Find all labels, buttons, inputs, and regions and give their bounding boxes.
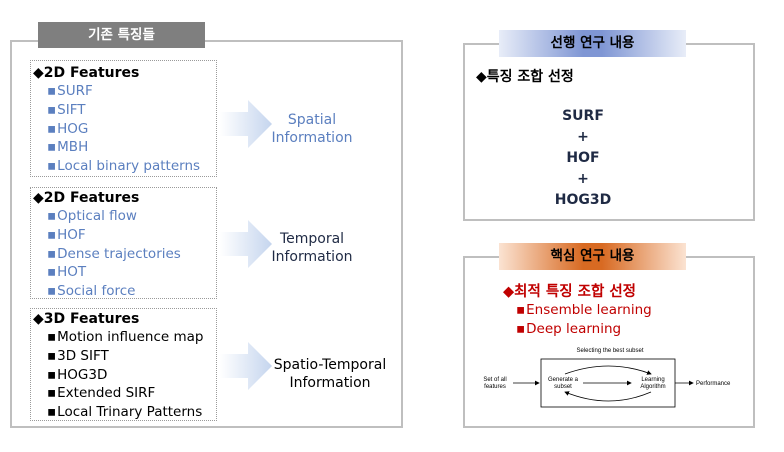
diagram-learning-line2: Algorithm	[640, 384, 665, 390]
feature-group-spatiotemporal-content: ◆3D Features Motion influence map 3D SIF…	[33, 310, 203, 422]
info-line: Information	[271, 130, 353, 146]
feature-group-spatial-content: ◆2D Features SURF SIFT HOG MBH Local bin…	[33, 64, 200, 176]
list-item: 3D SIFT	[47, 347, 203, 366]
list-item: Social force	[47, 282, 181, 301]
core-research-panel	[463, 256, 755, 428]
core-research-title: 핵심 연구 내용	[550, 248, 635, 264]
list-item: Deep learning	[516, 320, 652, 339]
feature-combination: SURF + HOF + HOG3D	[533, 106, 633, 211]
list-item: Motion influence map	[47, 328, 203, 347]
info-line: Spatial	[287, 112, 337, 128]
diagram-top-label: Selecting the best subset	[576, 348, 643, 354]
spatial-information-label: Spatial Information	[262, 111, 362, 147]
combo-plus: +	[577, 171, 589, 187]
list-item: Extended SIRF	[47, 384, 203, 403]
list-item: SIFT	[47, 101, 200, 120]
existing-features-title: 기존 특징들	[88, 27, 155, 43]
list-item: Local Trinary Patterns	[47, 403, 203, 422]
feature-group-spatial	[30, 60, 217, 177]
combo-item: HOG3D	[554, 192, 612, 208]
list-item: HOF	[47, 226, 181, 245]
diagram-learning-line1: Learning	[641, 377, 664, 383]
spatio-temporal-information-label: Spatio-Temporal Information	[262, 356, 398, 392]
feature-selection-diagram: Selecting the best subset Set of all fea…	[483, 348, 731, 408]
right-arrow-icon	[220, 100, 272, 148]
list-item: HOG	[47, 120, 200, 139]
prior-research-tab: 선행 연구 내용	[499, 30, 686, 57]
diagram-input-line2: features	[484, 384, 506, 390]
core-research-subtitle: ◆최적 특징 조합 선정	[503, 284, 637, 300]
combo-item: SURF	[562, 108, 604, 124]
list-item: SURF	[47, 82, 200, 101]
list-item: Dense trajectories	[47, 245, 181, 264]
list-item: Local binary patterns	[47, 157, 200, 176]
right-arrow-icon	[220, 220, 272, 268]
feature-list: SURF SIFT HOG MBH Local binary patterns	[33, 82, 200, 176]
diagram-output-label: Performance	[696, 381, 731, 387]
feature-group-header: ◆2D Features	[33, 65, 140, 81]
diagram-input-line1: Set of all	[483, 377, 506, 383]
core-method-list: Ensemble learning Deep learning	[516, 301, 652, 339]
feature-group-temporal-content: ◆2D Features Optical flow HOF Dense traj…	[33, 189, 181, 301]
info-line: Information	[271, 249, 353, 265]
list-item: MBH	[47, 138, 200, 157]
combo-item: HOF	[566, 150, 600, 166]
right-arrow-icon	[220, 342, 272, 390]
info-line: Information	[289, 375, 371, 391]
list-item: HOT	[47, 263, 181, 282]
prior-research-title: 선행 연구 내용	[550, 35, 635, 51]
feature-list: Optical flow HOF Dense trajectories HOT …	[33, 207, 181, 301]
diagram-generate-line1: Generate a	[548, 377, 579, 383]
list-item: Ensemble learning	[516, 301, 652, 320]
feature-group-header: ◆3D Features	[33, 311, 140, 327]
diagram-generate-line2: subset	[554, 384, 572, 390]
info-line: Spatio-Temporal	[273, 357, 387, 373]
combo-plus: +	[577, 129, 589, 145]
temporal-information-label: Temporal Information	[262, 230, 362, 266]
list-item: HOG3D	[47, 366, 203, 385]
list-item: Optical flow	[47, 207, 181, 226]
info-line: Temporal	[279, 231, 345, 247]
feature-group-header: ◆2D Features	[33, 190, 140, 206]
feature-list: Motion influence map 3D SIFT HOG3D Exten…	[33, 328, 203, 422]
prior-research-subtitle: ◆특징 조합 선정	[476, 69, 574, 85]
existing-features-tab: 기존 특징들	[38, 22, 205, 48]
core-research-tab: 핵심 연구 내용	[499, 243, 686, 270]
